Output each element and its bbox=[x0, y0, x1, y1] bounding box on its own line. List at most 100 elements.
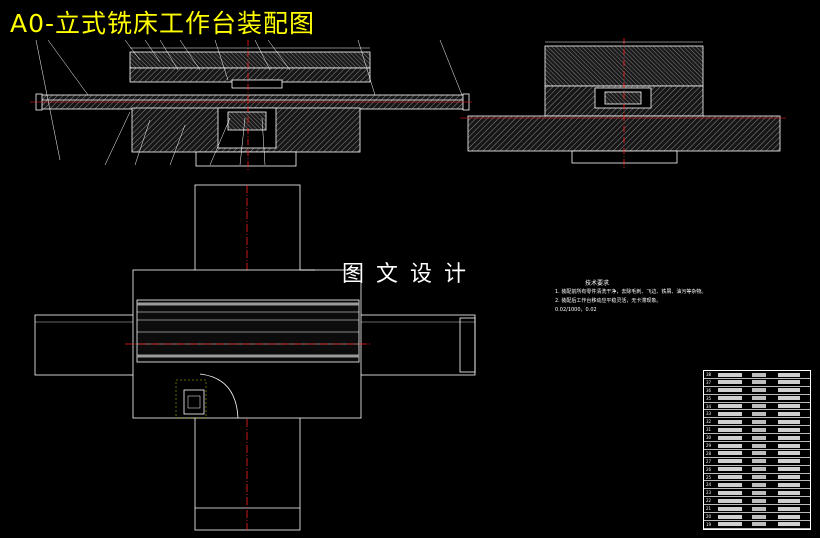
bom-cell bbox=[752, 372, 766, 377]
bom-cell bbox=[778, 490, 800, 495]
bom-item-number: 33 bbox=[706, 411, 712, 417]
bom-cell bbox=[718, 514, 742, 519]
bom-item-number: 21 bbox=[706, 506, 712, 512]
bom-cell bbox=[778, 372, 800, 377]
bom-cell bbox=[778, 506, 800, 511]
bom-cell bbox=[718, 427, 742, 432]
bom-row: 23 bbox=[704, 489, 810, 498]
bom-cell bbox=[752, 388, 766, 393]
bom-cell bbox=[718, 475, 742, 480]
bom-cell bbox=[752, 451, 766, 456]
bom-row: 38 bbox=[704, 371, 810, 379]
bom-row: 20 bbox=[704, 513, 810, 521]
bom-cell bbox=[778, 498, 800, 503]
bom-cell bbox=[778, 475, 800, 480]
bom-row: 29 bbox=[704, 442, 810, 450]
bom-item-number: 27 bbox=[706, 458, 712, 464]
bom-cell bbox=[778, 427, 800, 432]
bom-cell bbox=[778, 380, 800, 385]
bom-cell bbox=[778, 388, 800, 393]
notes-line-2: 2. 装配后工作台移动应平稳灵活，无卡滞现象。 bbox=[555, 298, 662, 304]
bom-cell bbox=[778, 396, 800, 401]
front-view-leaders bbox=[35, 39, 463, 166]
bom-row: 33 bbox=[704, 410, 810, 419]
bom-cell bbox=[718, 372, 742, 377]
bom-row: 30 bbox=[704, 434, 810, 443]
bom-cell bbox=[778, 451, 800, 456]
bom-row: 26 bbox=[704, 466, 810, 474]
bom-item-number: 26 bbox=[706, 466, 712, 472]
bom-cell bbox=[752, 514, 766, 519]
bom-cell bbox=[718, 506, 742, 511]
bom-row: 27 bbox=[704, 458, 810, 466]
bom-cell bbox=[752, 419, 766, 424]
bom-item-number: 35 bbox=[706, 395, 712, 401]
bom-row: 37 bbox=[704, 379, 810, 387]
bom-item-number: 36 bbox=[706, 387, 712, 393]
bom-item-number: 29 bbox=[706, 443, 712, 449]
bom-item-number: 37 bbox=[706, 379, 712, 385]
bom-cell bbox=[718, 419, 742, 424]
technical-notes: 技术要求 1. 装配前所有零件清洗干净，去除毛刺、飞边、铁屑、油污等杂物。 2.… bbox=[555, 279, 805, 315]
bom-cell bbox=[778, 467, 800, 472]
bom-cell bbox=[718, 404, 742, 409]
bom-row: 24 bbox=[704, 481, 810, 490]
bom-cell bbox=[778, 419, 800, 424]
bom-row: 34 bbox=[704, 403, 810, 411]
bom-item-number: 32 bbox=[706, 419, 712, 425]
bom-cell bbox=[752, 459, 766, 464]
bom-row: 22 bbox=[704, 497, 810, 506]
bom-item-number: 24 bbox=[706, 482, 712, 488]
bom-item-number: 38 bbox=[706, 372, 712, 377]
bom-item-number: 19 bbox=[706, 521, 712, 527]
drawing-title: A0-立式铣床工作台装配图 bbox=[10, 9, 316, 38]
bom-cell bbox=[718, 451, 742, 456]
bom-cell bbox=[778, 522, 800, 527]
bom-cell bbox=[718, 482, 742, 487]
top-view bbox=[34, 184, 476, 531]
side-view bbox=[460, 38, 786, 170]
bom-cell bbox=[718, 411, 742, 416]
bom-cell bbox=[752, 380, 766, 385]
bom-cell bbox=[718, 396, 742, 401]
notes-line-1: 1. 装配前所有零件清洗干净，去除毛刺、飞边、铁屑、油污等杂物。 bbox=[555, 289, 707, 295]
front-view bbox=[30, 40, 472, 172]
bom-cell bbox=[752, 396, 766, 401]
bom-item-number: 31 bbox=[706, 427, 712, 433]
bom-cell bbox=[718, 467, 742, 472]
bom-item-number: 34 bbox=[706, 403, 712, 409]
bom-item-number: 25 bbox=[706, 474, 712, 480]
bom-cell bbox=[778, 459, 800, 464]
bom-cell bbox=[752, 522, 766, 527]
bom-cell bbox=[778, 411, 800, 416]
bom-cell bbox=[752, 443, 766, 448]
bom-cell bbox=[718, 459, 742, 464]
bom-row: 35 bbox=[704, 395, 810, 403]
watermark-text: 图文设计 bbox=[342, 262, 479, 287]
bom-item-number: 28 bbox=[706, 450, 712, 456]
bom-row: 31 bbox=[704, 426, 810, 435]
bom-item-number: 20 bbox=[706, 514, 712, 520]
notes-line-3: 0.02/1000，0.02 bbox=[555, 307, 597, 313]
bom-cell bbox=[752, 404, 766, 409]
bom-cell bbox=[718, 380, 742, 385]
bom-cell bbox=[752, 435, 766, 440]
bom-cell bbox=[718, 435, 742, 440]
bom-row: 32 bbox=[704, 418, 810, 427]
bom-cell bbox=[752, 475, 766, 480]
bom-cell bbox=[752, 490, 766, 495]
bom-row: 25 bbox=[704, 474, 810, 482]
bom-cell bbox=[778, 404, 800, 409]
bom-row: 36 bbox=[704, 387, 810, 395]
bom-cell bbox=[778, 443, 800, 448]
bom-cell bbox=[752, 506, 766, 511]
bom-item-number: 22 bbox=[706, 498, 712, 504]
bom-row: 19 bbox=[704, 521, 810, 529]
bom-item-number: 23 bbox=[706, 490, 712, 496]
bom-row: 21 bbox=[704, 505, 810, 514]
notes-heading: 技术要求 bbox=[585, 280, 610, 287]
bom-cell bbox=[778, 435, 800, 440]
bom-cell bbox=[718, 498, 742, 503]
